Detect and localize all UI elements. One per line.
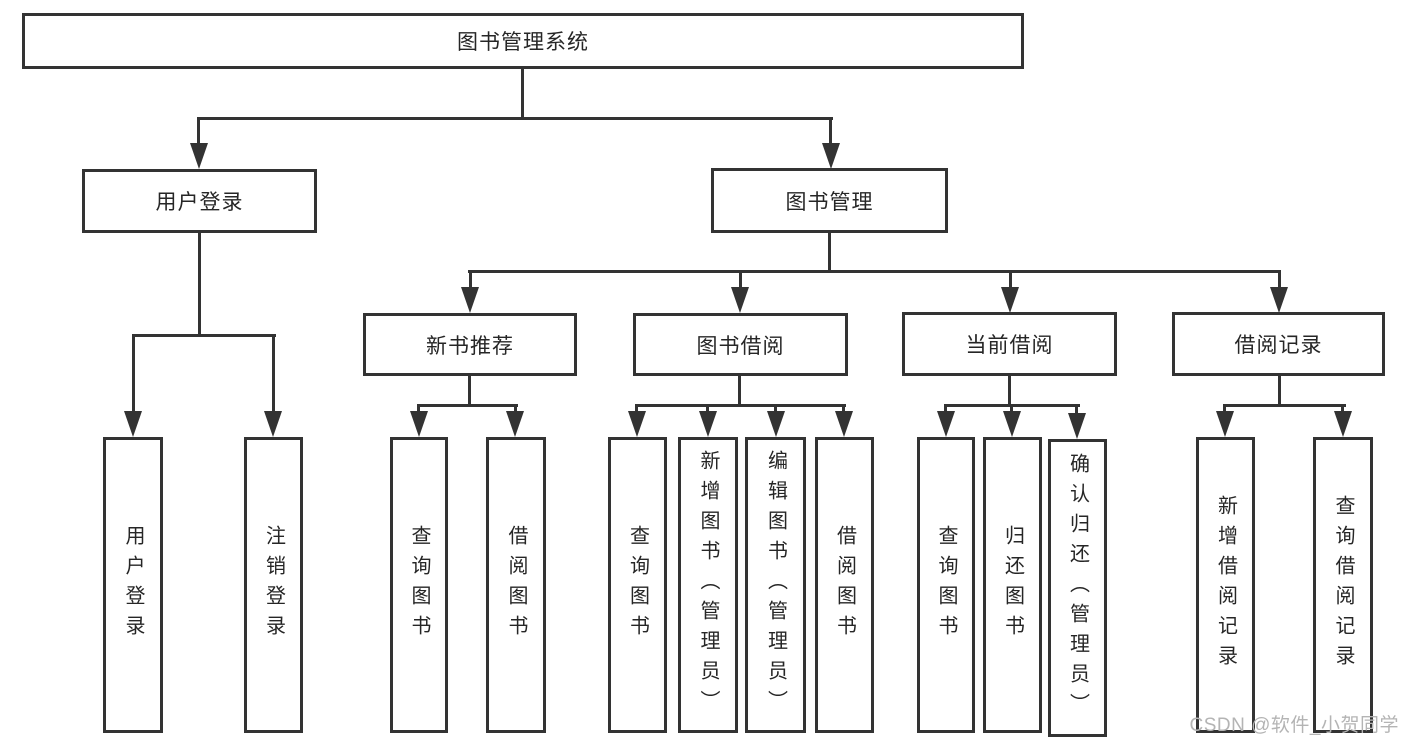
connector-borrowing-stub-3 [774, 404, 777, 416]
connector-to-current-borrowing [1009, 270, 1012, 290]
leaf-borrowing-query-books: 查询图书 [608, 437, 667, 733]
connector-borrowing-stub-1 [635, 404, 638, 416]
leaf-logout-label: 注销登录 [262, 525, 285, 645]
connector-records-stem [1278, 376, 1281, 407]
connector-root-to-book-management [829, 117, 832, 147]
arrowhead-records-query [1334, 411, 1352, 437]
connector-records-bar [1223, 404, 1346, 407]
connector-newbook-stem [468, 376, 471, 407]
leaf-current-return-books-label: 归还图书 [1001, 525, 1024, 645]
leaf-borrowing-edit-books-admin: 编辑图书（管理员） [745, 437, 806, 733]
arrowhead-book-management [822, 143, 840, 169]
connector-user-login-bar [132, 334, 276, 337]
leaf-current-confirm-return-admin: 确认归还（管理员） [1048, 439, 1107, 737]
arrowhead-records-add [1216, 411, 1234, 437]
leaf-borrowing-borrow-books: 借阅图书 [815, 437, 874, 733]
node-current-borrowing: 当前借阅 [902, 312, 1117, 376]
leaf-records-query-record: 查询借阅记录 [1313, 437, 1373, 733]
connector-book-management-stem [828, 233, 831, 273]
connector-records-stub-2 [1341, 404, 1344, 416]
leaf-user-login: 用户登录 [103, 437, 163, 733]
connector-borrowing-bar [635, 404, 846, 407]
connector-user-login-stem [198, 233, 201, 337]
leaf-borrowing-query-books-label: 查询图书 [626, 525, 649, 645]
leaf-records-add-record-label: 新增借阅记录 [1214, 495, 1237, 675]
connector-borrowing-stem [738, 376, 741, 407]
leaf-newbook-query-books-label: 查询图书 [408, 525, 430, 645]
connector-to-borrow-records [1278, 270, 1281, 290]
connector-borrowing-stub-4 [842, 404, 845, 416]
leaf-borrowing-add-books-admin: 新增图书（管理员） [678, 437, 738, 733]
leaf-current-query-books-label: 查询图书 [935, 525, 957, 645]
arrowhead-current-confirm [1068, 413, 1086, 439]
arrowhead-current-query [937, 411, 955, 437]
connector-user-login-to-logout [272, 334, 275, 413]
arrowhead-leaf-user-login [124, 411, 142, 437]
watermark: CSDN @软件_小贺同学 [1189, 715, 1399, 736]
connector-newbook-stub-1 [417, 404, 420, 416]
connector-user-login-to-login [132, 334, 135, 413]
leaf-current-query-books: 查询图书 [917, 437, 975, 733]
leaf-borrowing-add-books-admin-label: 新增图书（管理员） [697, 450, 719, 720]
arrowhead-newbook-query [410, 411, 428, 437]
connector-current-stem [1008, 376, 1011, 407]
connector-current-stub-1 [944, 404, 947, 416]
leaf-newbook-borrow-books-label: 借阅图书 [505, 525, 527, 645]
connector-borrowing-stub-2 [706, 404, 709, 416]
leaf-records-add-record: 新增借阅记录 [1196, 437, 1255, 733]
arrowhead-borrowing-query [628, 411, 646, 437]
connector-records-stub-1 [1223, 404, 1226, 416]
leaf-borrowing-edit-books-admin-label: 编辑图书（管理员） [764, 450, 787, 720]
arrowhead-borrowing-borrow [835, 411, 853, 437]
arrowhead-current-borrowing [1001, 287, 1019, 313]
arrowhead-borrowing-edit [767, 411, 785, 437]
node-user-login: 用户登录 [82, 169, 317, 233]
node-root: 图书管理系统 [22, 13, 1024, 69]
leaf-logout: 注销登录 [244, 437, 303, 733]
arrowhead-user-login [190, 143, 208, 169]
arrowhead-borrowing-add [699, 411, 717, 437]
arrowhead-new-book-recommend [461, 287, 479, 313]
node-new-book-recommend: 新书推荐 [363, 313, 577, 376]
leaf-newbook-borrow-books: 借阅图书 [486, 437, 546, 733]
connector-newbook-bar [417, 404, 518, 407]
connector-current-stub-2 [1010, 404, 1013, 416]
node-book-management: 图书管理 [711, 168, 948, 233]
connector-root-bar [197, 117, 833, 120]
leaf-current-confirm-return-admin-label: 确认归还（管理员） [1066, 453, 1089, 723]
node-book-borrowing: 图书借阅 [633, 313, 848, 376]
leaf-user-login-label: 用户登录 [122, 525, 144, 645]
arrowhead-book-borrowing [731, 287, 749, 313]
connector-root-to-user-login [197, 117, 200, 147]
arrowhead-leaf-logout [264, 411, 282, 437]
leaf-borrowing-borrow-books-label: 借阅图书 [833, 525, 856, 645]
connector-book-management-bar [468, 270, 1281, 273]
connector-to-book-borrowing [739, 270, 742, 290]
connector-current-stub-3 [1075, 404, 1078, 418]
arrowhead-borrow-records [1270, 287, 1288, 313]
connector-newbook-stub-2 [514, 404, 517, 416]
arrowhead-current-return [1003, 411, 1021, 437]
connector-root-stem [521, 69, 524, 118]
connector-to-new-book-recommend [469, 270, 472, 290]
leaf-newbook-query-books: 查询图书 [390, 437, 448, 733]
node-borrow-records: 借阅记录 [1172, 312, 1385, 376]
arrowhead-newbook-borrow [506, 411, 524, 437]
leaf-current-return-books: 归还图书 [983, 437, 1042, 733]
leaf-records-query-record-label: 查询借阅记录 [1332, 495, 1354, 675]
